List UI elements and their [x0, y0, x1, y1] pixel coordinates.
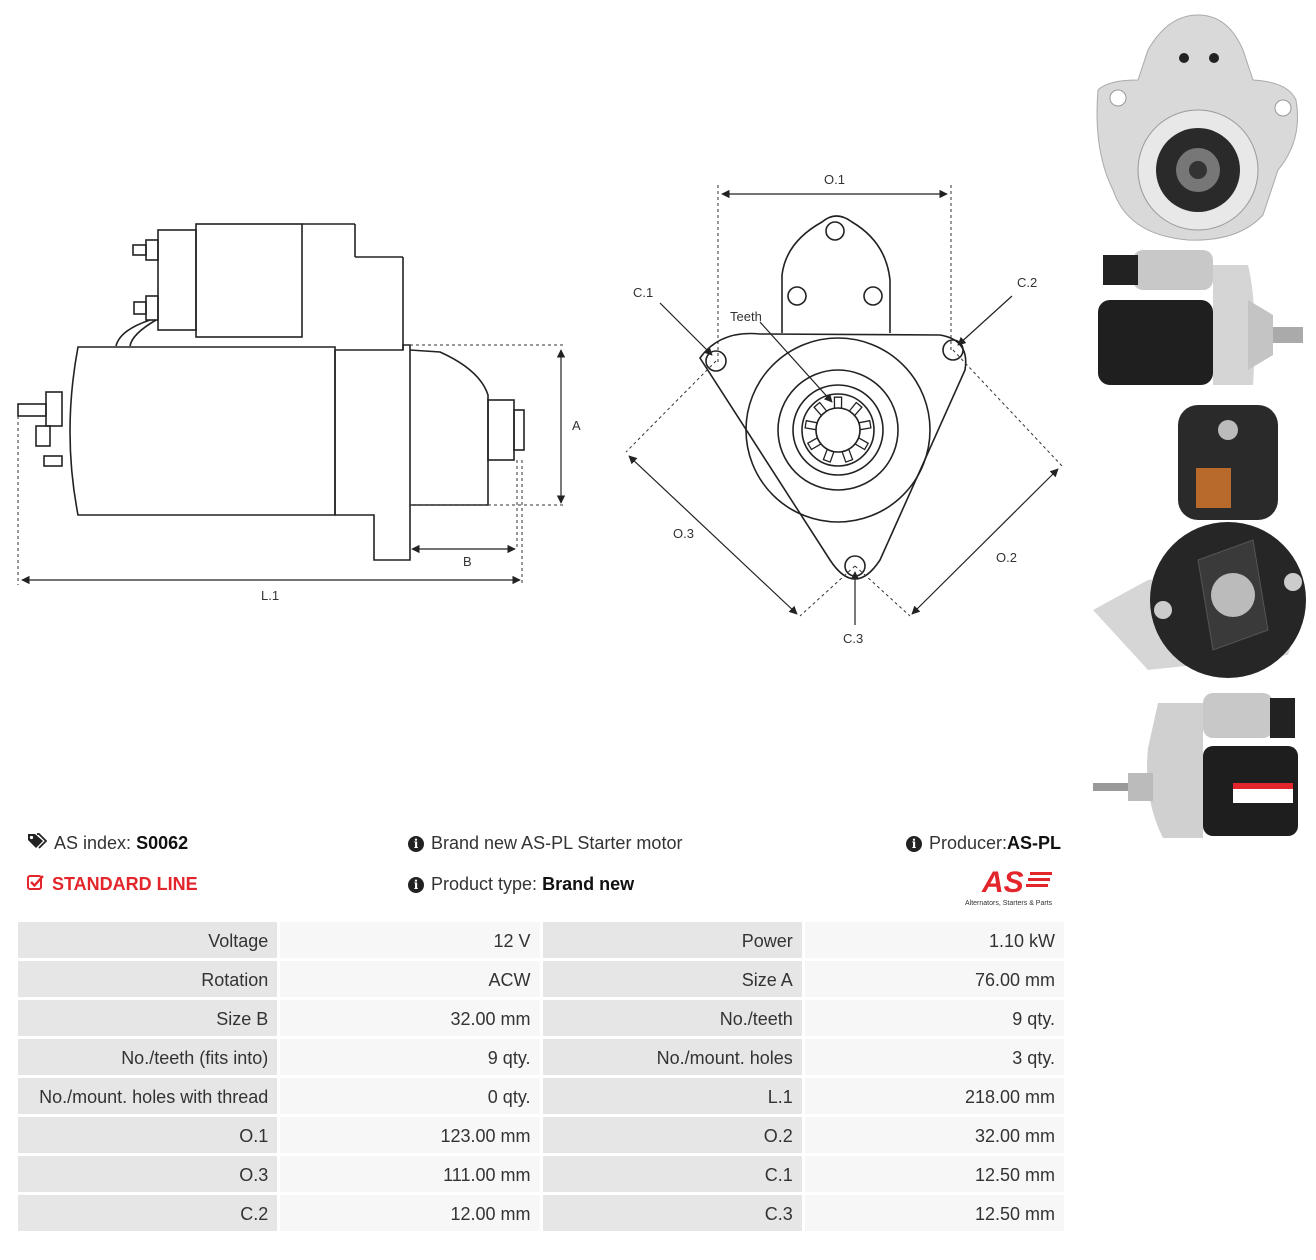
info-icon: i	[408, 835, 424, 852]
spec-value: 76.00 mm	[801, 958, 1068, 1000]
label-teeth: Teeth	[730, 309, 762, 324]
spec-label: Rotation	[14, 958, 281, 1000]
spec-value: 218.00 mm	[801, 1075, 1068, 1117]
spec-value: 12.00 mm	[277, 1192, 543, 1234]
product-line: STANDARD LINE	[27, 874, 198, 895]
info-icon: i	[408, 876, 424, 893]
producer-value: AS-PL	[1007, 833, 1062, 853]
spec-value: ACW	[277, 958, 543, 1000]
as-index-value: S0062	[136, 833, 189, 853]
label-o3: O.3	[673, 526, 694, 541]
product-photo-front	[1088, 10, 1308, 245]
as-pl-logo: AS Alternators, Starters & Parts	[962, 864, 1068, 908]
label-c3: C.3	[843, 631, 863, 646]
gear-tooth	[841, 448, 854, 463]
gear-tooth	[813, 401, 828, 417]
spec-value: 12.50 mm	[801, 1153, 1068, 1195]
producer: i Producer:AS-PL	[906, 833, 1061, 854]
spec-value: 1.10 kW	[801, 919, 1068, 961]
spec-label: No./teeth (fits into)	[14, 1036, 281, 1078]
spec-value: 32.00 mm	[801, 1114, 1068, 1156]
label-o2: O.2	[996, 550, 1017, 565]
label-b: B	[463, 554, 472, 569]
tags-icon	[27, 833, 48, 854]
technical-drawing: A B L.1 O.1 C.1	[17, 172, 1063, 646]
spec-label: Size A	[539, 958, 805, 1000]
product-type-label: Product type:	[431, 874, 538, 894]
gear-tooth	[804, 419, 818, 431]
gear-tooth	[858, 419, 872, 431]
gear-tooth	[848, 401, 863, 417]
as-index-label: AS index:	[54, 833, 132, 853]
spec-value: 9 qty.	[801, 997, 1068, 1039]
product-photo-side	[1088, 245, 1308, 395]
spec-value: 3 qty.	[801, 1036, 1068, 1078]
label-o1: O.1	[824, 172, 845, 187]
spec-value: 111.00 mm	[277, 1153, 543, 1195]
spec-value: 32.00 mm	[277, 997, 543, 1039]
spec-value: 9 qty.	[277, 1036, 543, 1078]
info-icon: i	[906, 835, 922, 852]
label-a: A	[572, 418, 581, 433]
label-c1: C.1	[633, 285, 653, 300]
spec-label: No./mount. holes	[539, 1036, 805, 1078]
spec-label: L.1	[539, 1075, 805, 1117]
logo-mark: AS	[981, 866, 1024, 899]
spec-label: Power	[539, 919, 805, 961]
spec-value: 123.00 mm	[277, 1114, 543, 1156]
label-l1: L.1	[261, 588, 279, 603]
brand-info: i Brand new AS-PL Starter motor	[408, 833, 682, 854]
gear-tooth	[833, 396, 843, 409]
gear-tooth	[806, 437, 822, 451]
spec-label: O.2	[539, 1114, 805, 1156]
as-index: AS index: S0062	[27, 833, 188, 854]
spec-label: Size B	[14, 997, 281, 1039]
check-square-icon	[27, 874, 45, 895]
brand-text: Brand new AS-PL Starter motor	[431, 833, 683, 853]
spec-label: C.1	[539, 1153, 805, 1195]
spec-value: 12 V	[277, 919, 543, 961]
product-photo-angle	[1088, 688, 1308, 848]
spec-value: 0 qty.	[277, 1075, 543, 1117]
spec-label: Voltage	[14, 919, 281, 961]
gear-tooth	[854, 437, 870, 451]
spec-label: No./teeth	[539, 997, 805, 1039]
product-photo-rear	[1088, 400, 1308, 680]
spec-value: 12.50 mm	[801, 1192, 1068, 1234]
table-row: No./teeth (fits into)9 qty.No./mount. ho…	[14, 1036, 1068, 1078]
product-type: i Product type: Brand new	[408, 874, 634, 895]
spec-label: C.2	[14, 1192, 281, 1234]
product-line-label: STANDARD LINE	[52, 874, 198, 894]
label-c2: C.2	[1017, 275, 1037, 290]
gear-tooth	[822, 448, 835, 463]
product-type-value: Brand new	[542, 874, 635, 894]
producer-label: Producer:	[929, 833, 1008, 853]
logo-tagline: Alternators, Starters & Parts	[965, 900, 1053, 907]
spec-label: O.1	[14, 1114, 281, 1156]
spec-label: O.3	[14, 1153, 281, 1195]
spec-label: No./mount. holes with thread	[14, 1075, 281, 1117]
spec-label: C.3	[539, 1192, 805, 1234]
